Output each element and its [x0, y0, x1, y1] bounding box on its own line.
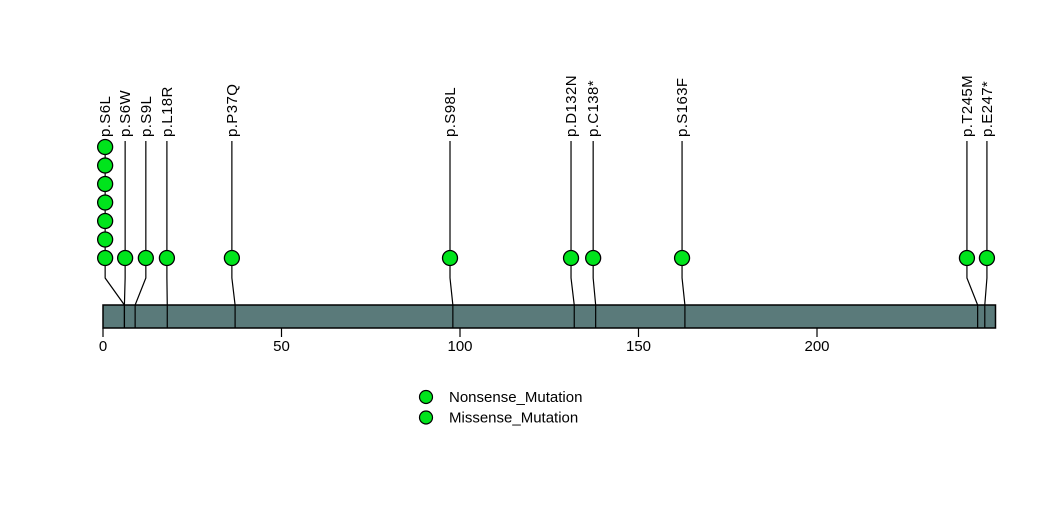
mutation-circle — [96, 212, 114, 230]
mutation-stem — [570, 141, 575, 328]
x-axis-tick-label: 100 — [447, 338, 472, 355]
x-axis-tick-label: 200 — [804, 338, 829, 355]
x-axis-tick-label: 0 — [99, 338, 107, 355]
mutation-circle — [441, 249, 459, 267]
mutation-label: p.S6L — [97, 96, 114, 137]
mutation-stem — [592, 141, 597, 328]
mutation-circle — [673, 249, 691, 267]
mutation-circle — [96, 194, 114, 211]
mutation-label: p.L18R — [159, 86, 176, 137]
mutation-circle — [137, 249, 154, 267]
x-axis: 0 50 100 150 200 — [99, 328, 830, 355]
mutation-circle — [562, 249, 580, 267]
mutation-circle — [96, 249, 114, 267]
legend-swatch-nonsense-icon — [418, 389, 434, 405]
legend-label: Missense_Mutation — [449, 410, 578, 427]
mutation-circle — [585, 249, 602, 267]
mutation-stem — [984, 141, 988, 328]
mutation-circle — [158, 249, 176, 267]
x-axis-tick-label: 150 — [626, 338, 651, 355]
mutation-stem — [123, 141, 126, 328]
mutation-label: p.S98L — [442, 87, 459, 137]
mutation-circle — [96, 138, 114, 156]
mutation-circle — [96, 157, 114, 174]
legend-label: Nonsense_Mutation — [449, 389, 582, 406]
mutation-label: p.P37Q — [224, 84, 241, 137]
mutation-stem — [134, 141, 147, 328]
mutation-circle — [223, 249, 241, 267]
mutation-label: p.D132N — [563, 75, 580, 137]
stems-group — [104, 141, 988, 328]
mutation-stem — [449, 141, 454, 328]
mutation-circle — [116, 249, 134, 267]
x-axis-tick-label: 50 — [273, 338, 290, 355]
mutation-label: p.C138* — [585, 80, 602, 137]
legend-swatch-missense-icon — [418, 410, 434, 425]
mutation-circle — [96, 175, 114, 193]
mutation-label: p.S9L — [138, 96, 155, 137]
mutation-label: p.S6W — [117, 90, 134, 137]
mutation-circle — [958, 249, 976, 267]
mutation-stem — [231, 141, 236, 328]
mutation-points-group — [96, 138, 996, 267]
mutation-label: p.S163F — [674, 77, 691, 137]
mutation-stem — [966, 141, 979, 328]
mutation-label: p.E247* — [979, 81, 996, 137]
mutation-circle — [978, 249, 996, 267]
mutation-circle — [96, 231, 114, 248]
mutation-label: p.T245M — [959, 75, 976, 137]
mutation-stem — [681, 141, 686, 328]
gene-body-bar — [102, 304, 997, 329]
